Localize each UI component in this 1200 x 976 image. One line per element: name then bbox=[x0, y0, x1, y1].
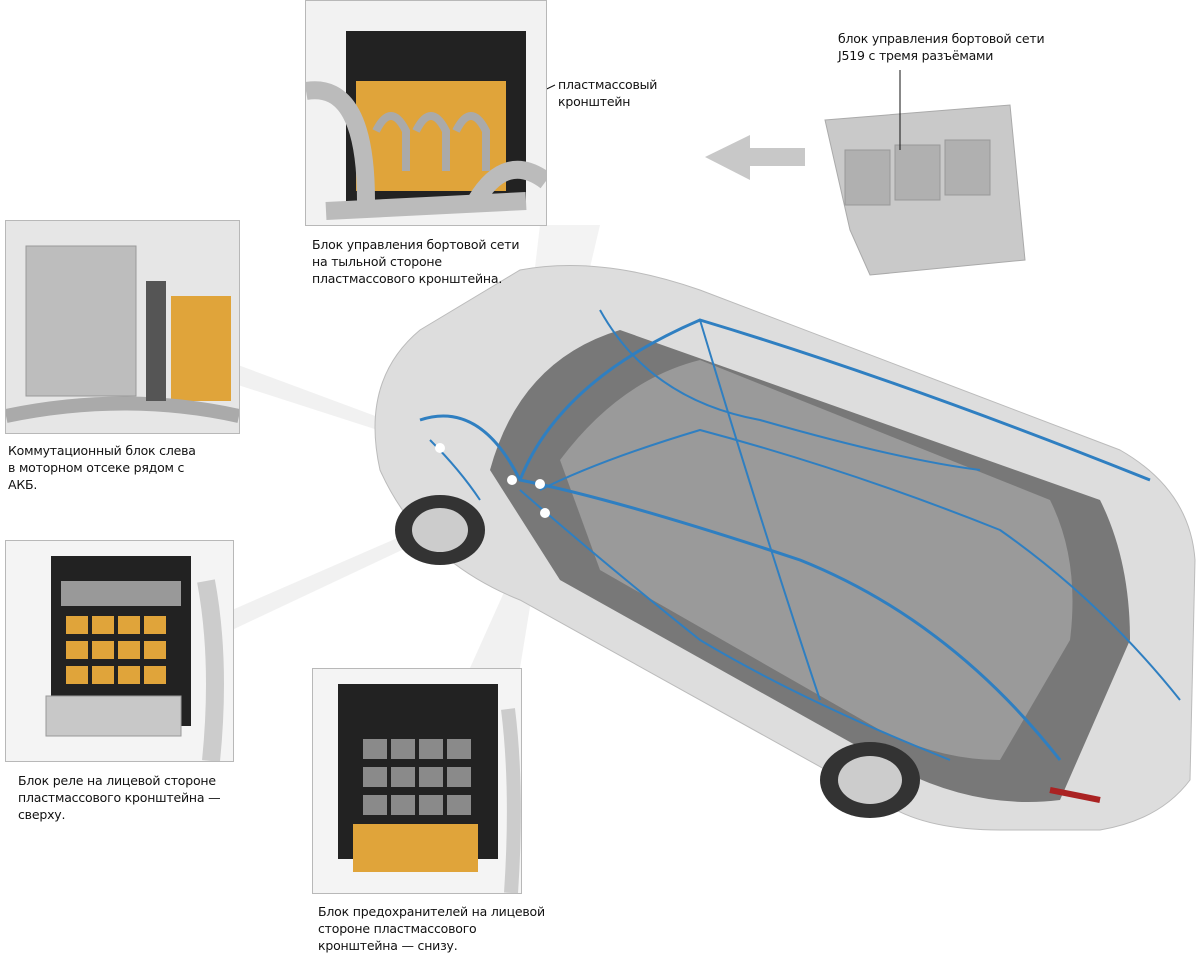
location-marker bbox=[535, 479, 545, 489]
location-marker bbox=[435, 443, 445, 453]
photo-fuse-block bbox=[312, 668, 522, 894]
photo-left-switch-block bbox=[5, 220, 240, 434]
caption-j519: блок управления бортовой сети J519 с тре… bbox=[838, 31, 1045, 63]
location-marker bbox=[507, 475, 517, 485]
caption-plastic-bracket: пластмассовый кронштейн bbox=[558, 77, 658, 109]
j519-module bbox=[824, 70, 1026, 276]
arrow-left-icon bbox=[705, 135, 805, 180]
photo-relay-block bbox=[5, 540, 234, 762]
wiring-harness bbox=[419, 309, 1181, 761]
caption-relay-block: Блок реле на лицевой стороне пластмассов… bbox=[18, 773, 221, 822]
photo-rear-bracket bbox=[305, 0, 547, 226]
caption-rear-side: Блок управления бортовой сети на тыльной… bbox=[312, 237, 520, 286]
location-marker bbox=[540, 508, 550, 518]
caption-fuse-block: Блок предохранителей на лицевой стороне … bbox=[318, 904, 545, 953]
caption-left-switch-block: Коммутационный блок слева в моторном отс… bbox=[8, 443, 196, 492]
car-body bbox=[374, 265, 1196, 831]
